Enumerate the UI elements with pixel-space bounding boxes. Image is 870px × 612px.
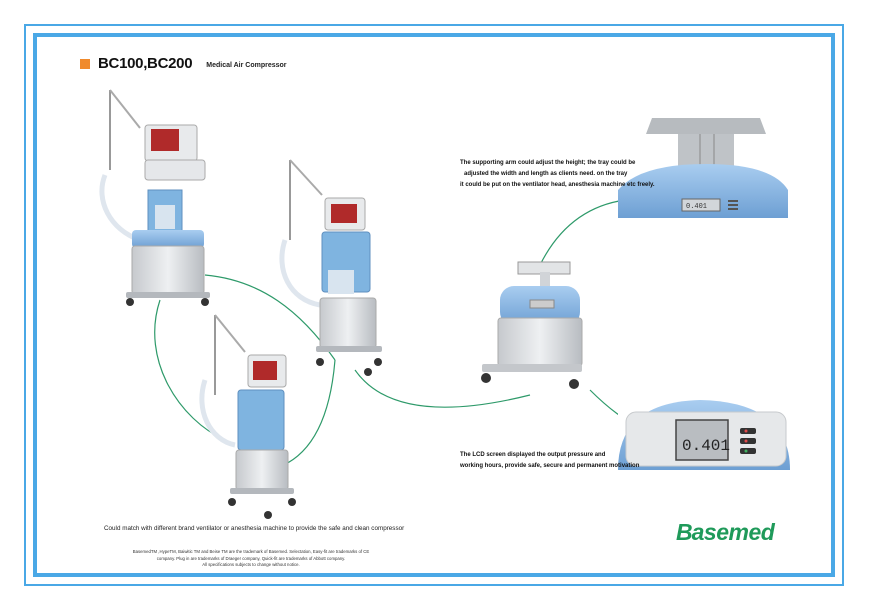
title-bar: BC100,BC200 Medical Air Compressor (80, 55, 287, 72)
caption-line: The supporting arm could adjust the heig… (460, 160, 636, 166)
outer-frame (24, 24, 844, 586)
caption-line: working hours, provide safe, secure and … (460, 463, 640, 469)
page-title: BC100,BC200 (98, 55, 193, 72)
tray-detail: 0.401 (618, 118, 788, 218)
ventilator-with-compressor-3 (199, 314, 296, 519)
caption-supporting-arm: The supporting arm could adjust the heig… (460, 158, 690, 191)
logo-initial: B (676, 519, 693, 545)
title-square-bullet (80, 58, 90, 69)
footnote-line: company. Plug in are trademarks of Draeg… (156, 555, 346, 561)
caption-line: adjusted the width and length as clients… (464, 171, 628, 177)
ventilator-with-compressor-1 (99, 89, 210, 306)
lcd-detail: 0.401 (618, 400, 790, 470)
page-subtitle: Medical Air Compressor (206, 62, 287, 69)
footnote-line: All specifications subjects to change wi… (202, 562, 300, 568)
logo-wordmark: asemed (691, 519, 775, 545)
caption-compatibility: Could match with different brand ventila… (104, 525, 405, 532)
caption-line: The LCD screen displayed the output pres… (460, 452, 606, 458)
caption-line: it could be put on the ventilator head, … (460, 182, 655, 188)
caption-lcd-screen: The LCD screen displayed the output pres… (460, 450, 690, 472)
footnote-line: BasemedTM ,HypeTM, Baiwitic TM and Beise… (132, 549, 370, 554)
compressor-unit (481, 261, 583, 389)
ventilator-with-compressor-2 (279, 159, 382, 376)
trademark-footnote: BasemedTM ,HypeTM, Baiwitic TM and Beise… (126, 549, 376, 569)
lcd-pressure-value: 0.401 (682, 437, 730, 455)
tray-lcd-text: 0.401 (686, 203, 707, 211)
